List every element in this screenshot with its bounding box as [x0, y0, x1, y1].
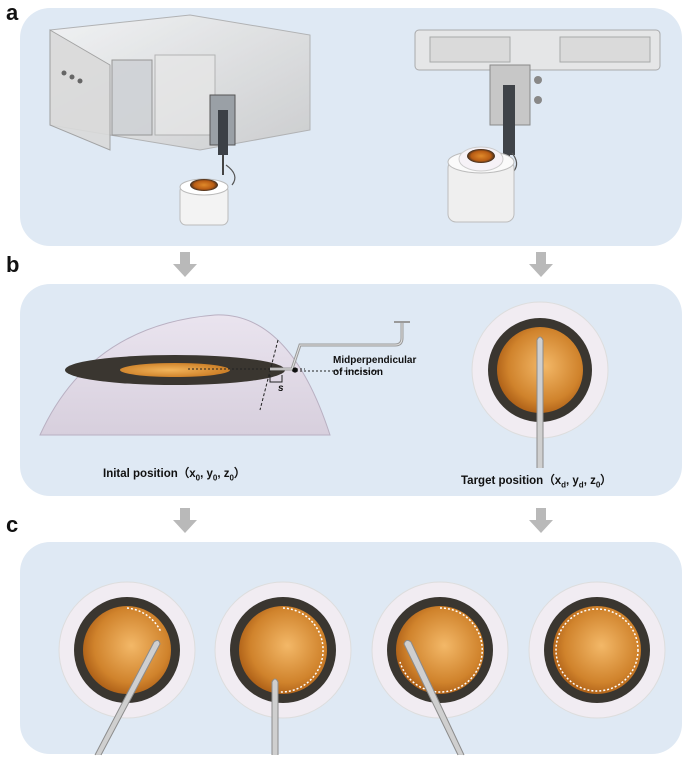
- capsulorhexis-step-2: [214, 581, 352, 755]
- eye-side-view: [39, 314, 410, 436]
- robot-right-illustration: [414, 29, 661, 223]
- arrow-a-to-b-left: [173, 252, 197, 277]
- annotation-line-1: Midperpendicular: [333, 355, 417, 366]
- capsulorhexis-step-4: [528, 581, 666, 719]
- arrow-a-to-b-right: [529, 252, 553, 277]
- distance-s-label: s: [278, 383, 284, 394]
- eye-top-view-target: [471, 301, 609, 468]
- panel-label-a: a: [6, 0, 19, 25]
- capsulorhexis-step-3: [371, 581, 509, 756]
- panel-label-b: b: [6, 252, 20, 277]
- capsulorhexis-step-1: [58, 581, 196, 756]
- arrow-b-to-c-left: [173, 508, 197, 533]
- annotation-line-2: of incision: [333, 367, 383, 378]
- initial-position-caption: Inital position（x0, y0, z0）: [103, 468, 246, 483]
- midperpendicular-annotation: Midperpendicular of incision: [333, 355, 416, 379]
- panel-label-c: c: [6, 512, 19, 537]
- robot-left-illustration: [49, 14, 311, 226]
- arrow-b-to-c-right: [529, 508, 553, 533]
- target-position-caption: Target position（xd, yd, z0）: [461, 475, 612, 490]
